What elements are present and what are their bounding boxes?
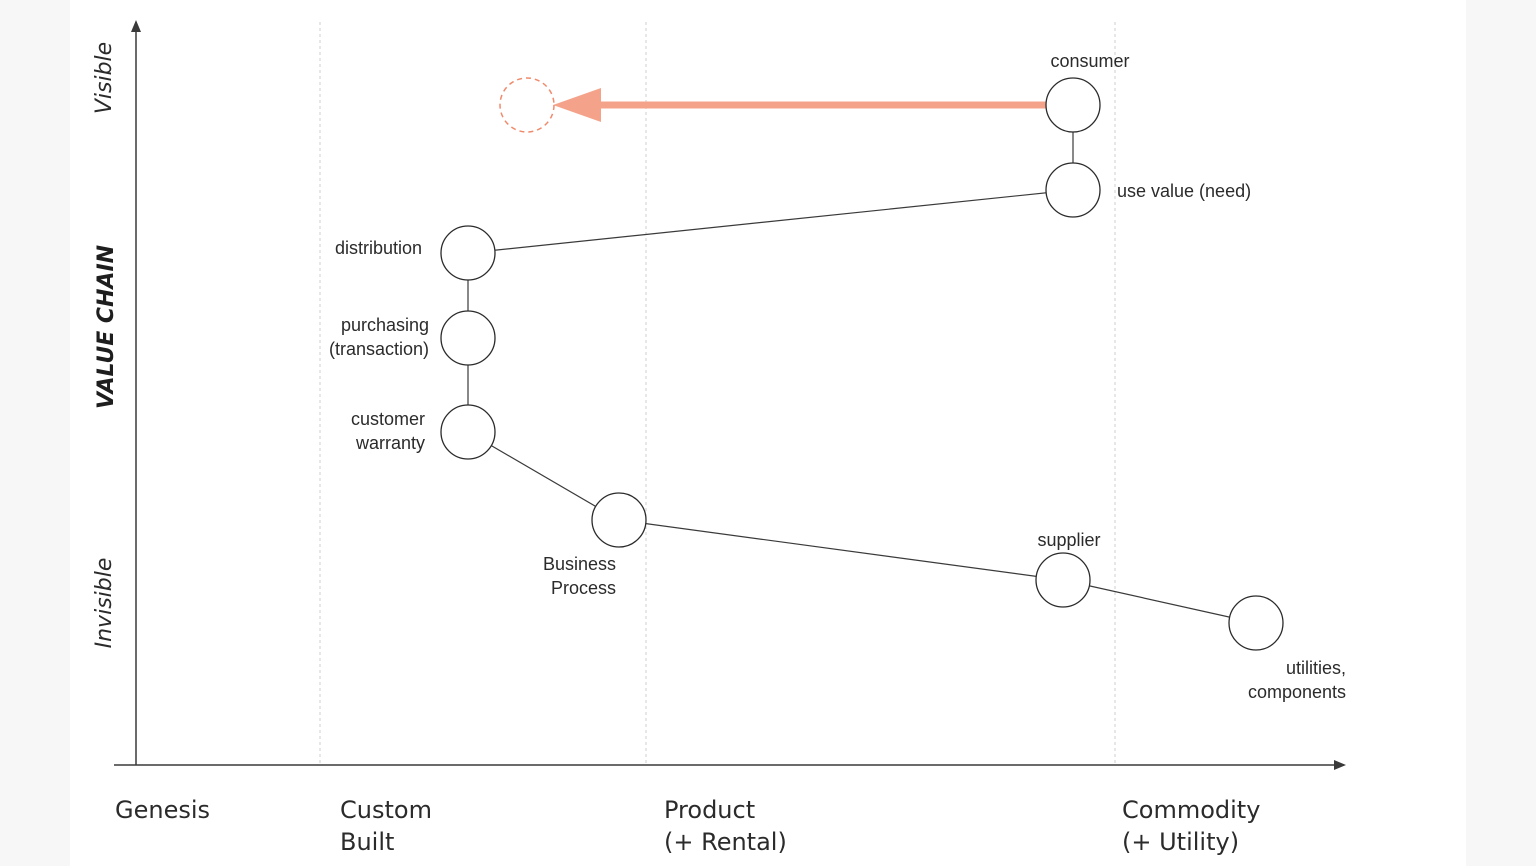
- link-use-value-to-distribution: [467, 189, 1074, 254]
- label-distribution: distribution: [335, 238, 422, 258]
- evolution-grid-lines: [319, 22, 1116, 765]
- stage-label-custom-built: Custom: [340, 796, 432, 824]
- stage-label-commodity: Commodity: [1122, 796, 1260, 824]
- label-consumer: consumer: [1050, 51, 1129, 71]
- y-axis-title: VALUE CHAIN: [94, 245, 119, 409]
- label-customer-warranty: customer: [351, 409, 425, 429]
- value-chain-components: [440, 77, 1284, 651]
- node-use-value[interactable]: [1045, 162, 1101, 218]
- stage-label-commodity-line-2: (+ Utility): [1122, 828, 1239, 856]
- link-supplier-to-utilities: [1062, 579, 1257, 624]
- label-supplier: supplier: [1037, 530, 1100, 550]
- label-business-process-line-2: Process: [551, 578, 616, 598]
- label-purchasing: purchasing: [341, 315, 429, 335]
- link-customer-warranty-to-business-process: [467, 431, 620, 521]
- right-margin-panel: [1466, 0, 1536, 866]
- stage-label-product-line-2: (+ Rental): [664, 828, 787, 856]
- node-business-process[interactable]: [591, 492, 647, 548]
- evolution-movement: [499, 77, 1046, 133]
- stage-label-custom-built-line-2: Built: [340, 828, 394, 856]
- label-utilities: utilities,: [1286, 658, 1346, 678]
- label-business-process: Business: [543, 554, 616, 574]
- node-consumer[interactable]: [1045, 77, 1101, 133]
- left-margin-panel: [0, 0, 70, 866]
- label-customer-warranty-line-2: warranty: [355, 433, 425, 453]
- label-utilities-line-2: components: [1248, 682, 1346, 702]
- label-purchasing-line-2: (transaction): [329, 339, 429, 359]
- stage-label-product: Product: [664, 796, 755, 824]
- node-distribution[interactable]: [440, 225, 496, 281]
- y-axis-invisible-label: Invisible: [92, 558, 117, 649]
- stage-label-genesis: Genesis: [115, 796, 210, 824]
- evolution-arrow-head: [553, 88, 601, 122]
- evolution-target-circle: [499, 77, 555, 133]
- node-utilities[interactable]: [1228, 595, 1284, 651]
- node-supplier[interactable]: [1035, 552, 1091, 608]
- node-purchasing[interactable]: [440, 310, 496, 366]
- link-business-process-to-supplier: [618, 519, 1064, 581]
- component-labels: consumer use value (need) distribution purc…: [329, 51, 1346, 702]
- label-use-value: use value (need): [1117, 181, 1251, 201]
- node-customer-warranty[interactable]: [440, 404, 496, 460]
- y-axis-visible-label: Visible: [92, 42, 117, 114]
